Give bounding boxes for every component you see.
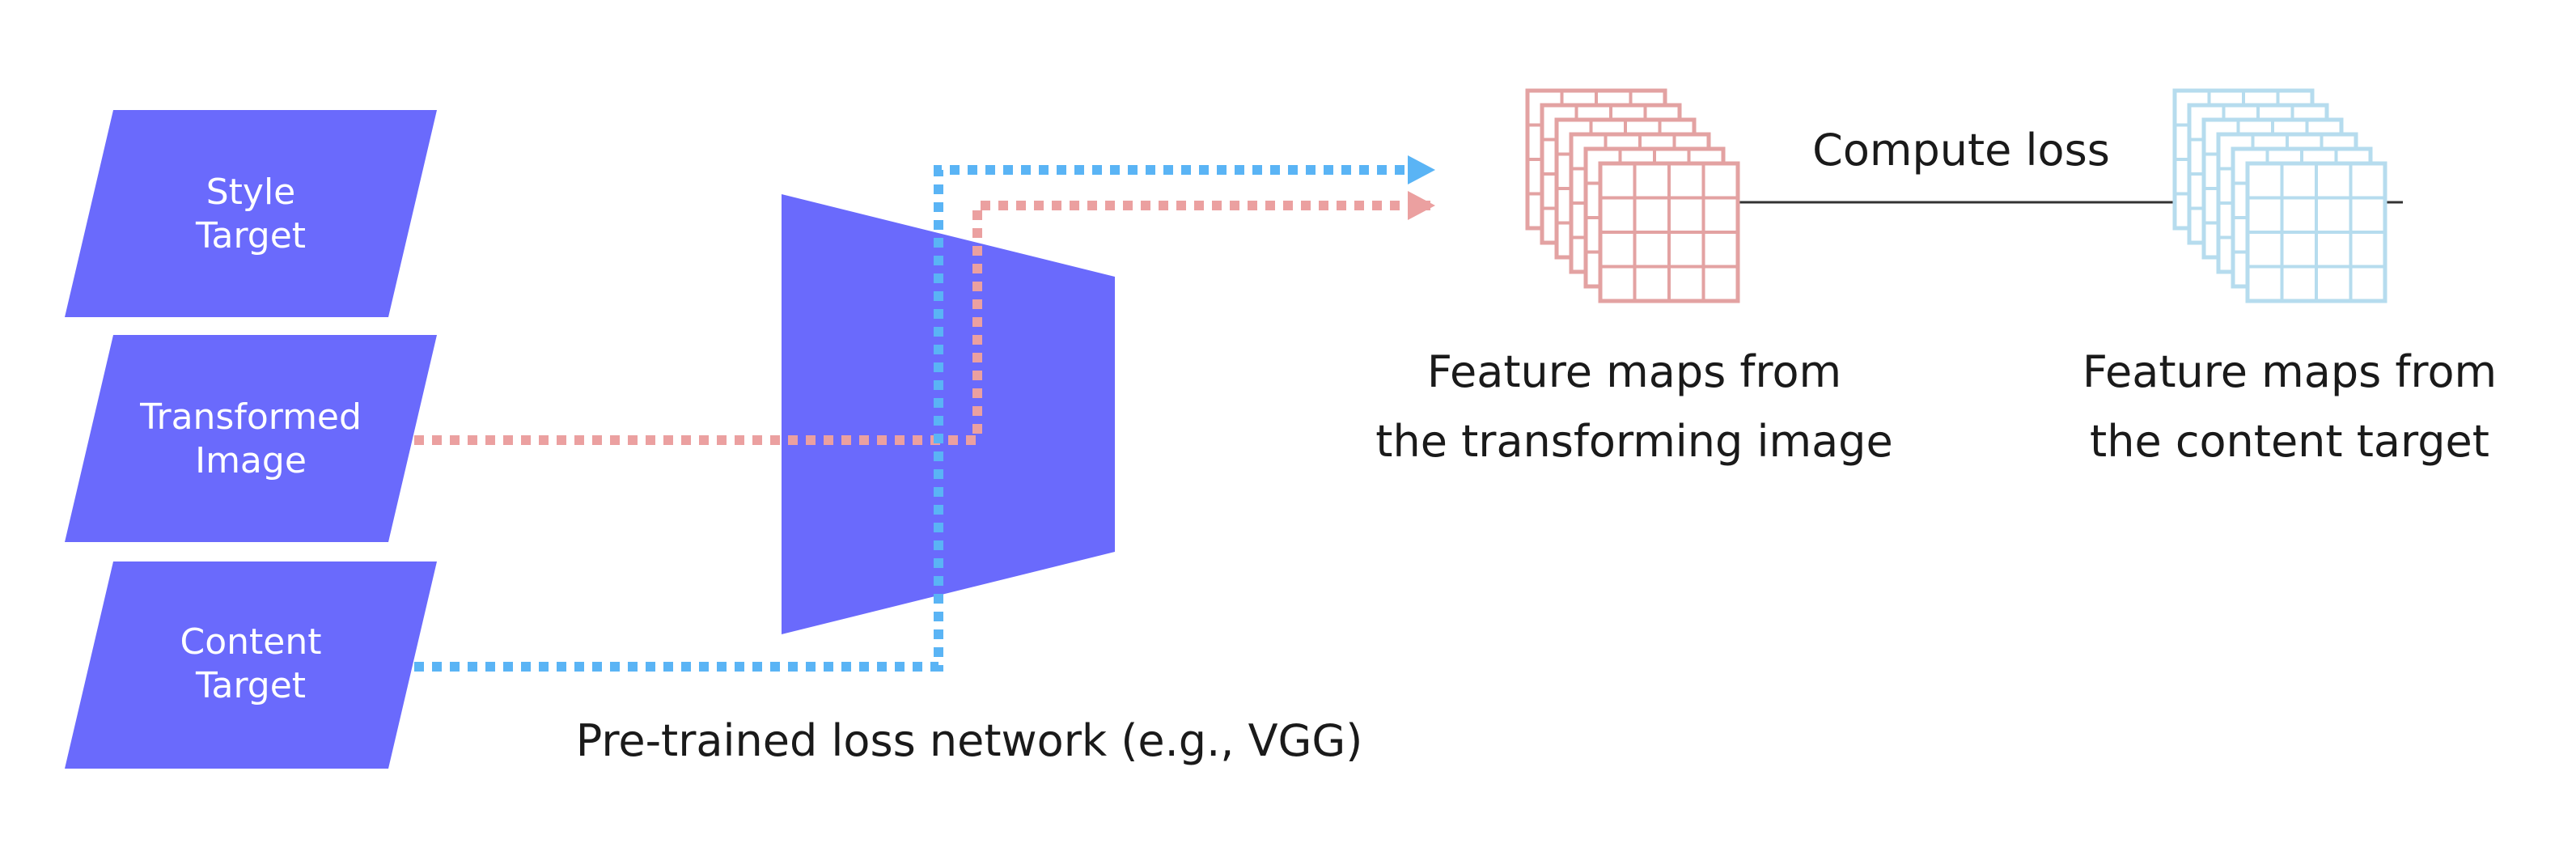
style-target-label-line1: Style xyxy=(206,172,296,213)
transformed-image-label-line1: Transformed xyxy=(139,396,362,438)
content-target-label-line2: Target xyxy=(195,665,306,706)
compute-loss-label: Compute loss xyxy=(1812,125,2110,176)
content-target-path xyxy=(414,165,1408,672)
transformed-image-path xyxy=(414,201,1430,445)
loss-network-shape xyxy=(782,194,1115,634)
content-target-shape xyxy=(65,561,437,769)
feature-maps-content-label-line1: Feature maps from xyxy=(2082,346,2497,397)
feature-maps-content-stack xyxy=(2172,88,2387,303)
feature-maps-transforming-label-line2: the transforming image xyxy=(1375,416,1892,467)
feature-maps-transforming-stack xyxy=(1525,88,1740,303)
content-target-label-line1: Content xyxy=(180,621,322,663)
style-target-box: Style Target xyxy=(65,110,437,317)
feature-map-content-layer xyxy=(2245,161,2387,303)
transformed-image-arrowhead xyxy=(1408,191,1435,220)
style-target-shape xyxy=(65,110,437,317)
loss-network-label: Pre-trained loss network (e.g., VGG) xyxy=(576,715,1363,766)
feature-maps-content-label-line2: the content target xyxy=(2090,416,2489,467)
feature-map-transforming-layer xyxy=(1598,161,1740,303)
transformed-image-label-line2: Image xyxy=(195,440,307,481)
content-target-box: Content Target xyxy=(65,561,437,769)
style-target-label-line2: Target xyxy=(195,215,306,256)
content-target-arrowhead xyxy=(1408,155,1435,184)
transformed-image-box: Transformed Image xyxy=(65,335,437,542)
feature-maps-transforming-label-line1: Feature maps from xyxy=(1427,346,1841,397)
transformed-image-shape xyxy=(65,335,437,542)
